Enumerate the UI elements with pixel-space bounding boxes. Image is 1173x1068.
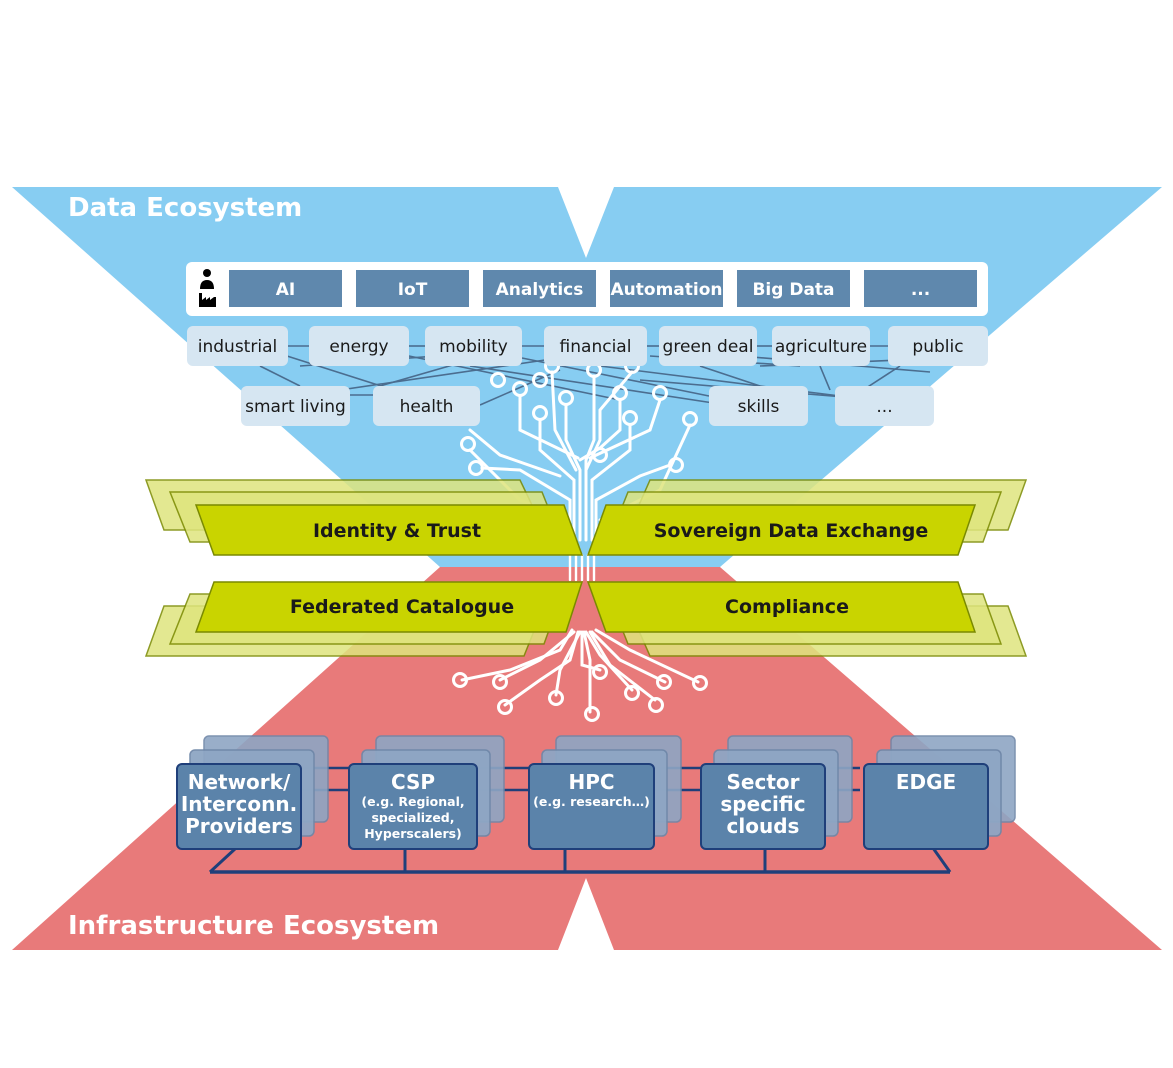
domain-label: smart living <box>245 397 346 417</box>
identity-trust-service: Identity & Trust <box>144 479 584 556</box>
domain-box: smart living <box>241 386 350 426</box>
domain-label: skills <box>738 397 780 417</box>
domain-label: industrial <box>198 337 277 357</box>
provider-box: EDGE <box>863 735 1016 850</box>
domain-box: skills <box>709 386 808 426</box>
domain-label: green deal <box>663 337 754 357</box>
provider-title: clouds <box>727 814 800 838</box>
provider-subtitle: (e.g. Regional, <box>361 794 464 809</box>
domain-label: public <box>912 337 963 357</box>
technology-bar: AI IoT Analytics Automation Big Data... <box>186 262 988 316</box>
provider-title: Sector <box>727 770 800 794</box>
provider-title: CSP <box>391 770 435 794</box>
domain-box: green deal <box>659 326 757 366</box>
technology-label: ... <box>911 280 930 300</box>
provider-box: CSP(e.g. Regional,specialized,Hyperscale… <box>348 735 505 850</box>
federated-catalogue-service: Federated Catalogue <box>144 581 584 657</box>
technology-label: Big Data <box>752 280 834 300</box>
technology-box: Big Data <box>737 270 850 307</box>
technology-label: AI <box>276 280 295 300</box>
technology-box: IoT <box>356 270 469 307</box>
provider-title: Network/ <box>188 770 291 794</box>
domain-box: financial <box>544 326 647 366</box>
technology-label: Analytics <box>496 280 584 300</box>
compliance-service-label: Compliance <box>725 596 849 618</box>
technology-label: IoT <box>398 280 428 300</box>
provider-title: EDGE <box>896 770 956 794</box>
domain-label: energy <box>329 337 388 357</box>
domain-label: ... <box>876 397 892 417</box>
provider-box: HPC(e.g. research…) <box>528 735 682 850</box>
provider-title: specific <box>720 792 805 816</box>
domain-label: financial <box>560 337 632 357</box>
sovereign-data-exchange-service: Sovereign Data Exchange <box>586 479 1028 556</box>
core-services: Identity & Trust Sovereign Data ExchangeF… <box>144 479 1028 657</box>
provider-subtitle: Hyperscalers) <box>364 826 462 841</box>
sovereign-data-exchange-service-label: Sovereign Data Exchange <box>654 520 929 542</box>
technology-box: Analytics <box>483 270 596 307</box>
provider-title: Providers <box>185 814 293 838</box>
technology-box: AI <box>229 270 342 307</box>
infrastructure-ecosystem-title: Infrastructure Ecosystem <box>68 911 439 941</box>
domain-label: agriculture <box>775 337 867 357</box>
federated-catalogue-service-label: Federated Catalogue <box>290 596 514 618</box>
technology-box: ... <box>864 270 977 307</box>
domain-label: health <box>400 397 454 417</box>
identity-trust-service-label: Identity & Trust <box>313 520 481 542</box>
user-factory-icon <box>199 269 216 307</box>
compliance-service: Compliance <box>586 581 1028 657</box>
technology-label: Automation <box>611 280 723 300</box>
domain-label: mobility <box>439 337 508 357</box>
domain-box: industrial <box>187 326 288 366</box>
provider-box: Network/Interconn.Providers <box>176 735 329 850</box>
provider-title: Interconn. <box>181 792 297 816</box>
technology-box: Automation <box>610 270 723 307</box>
domain-box: mobility <box>425 326 522 366</box>
domain-box: agriculture <box>772 326 870 366</box>
domain-box: energy <box>309 326 409 366</box>
provider-subtitle: (e.g. research…) <box>533 794 650 809</box>
domain-box: ... <box>835 386 934 426</box>
provider-title: HPC <box>568 770 614 794</box>
provider-subtitle: specialized, <box>371 810 454 825</box>
data-ecosystem-title: Data Ecosystem <box>68 193 302 223</box>
domain-box: public <box>888 326 988 366</box>
domain-box: health <box>373 386 480 426</box>
